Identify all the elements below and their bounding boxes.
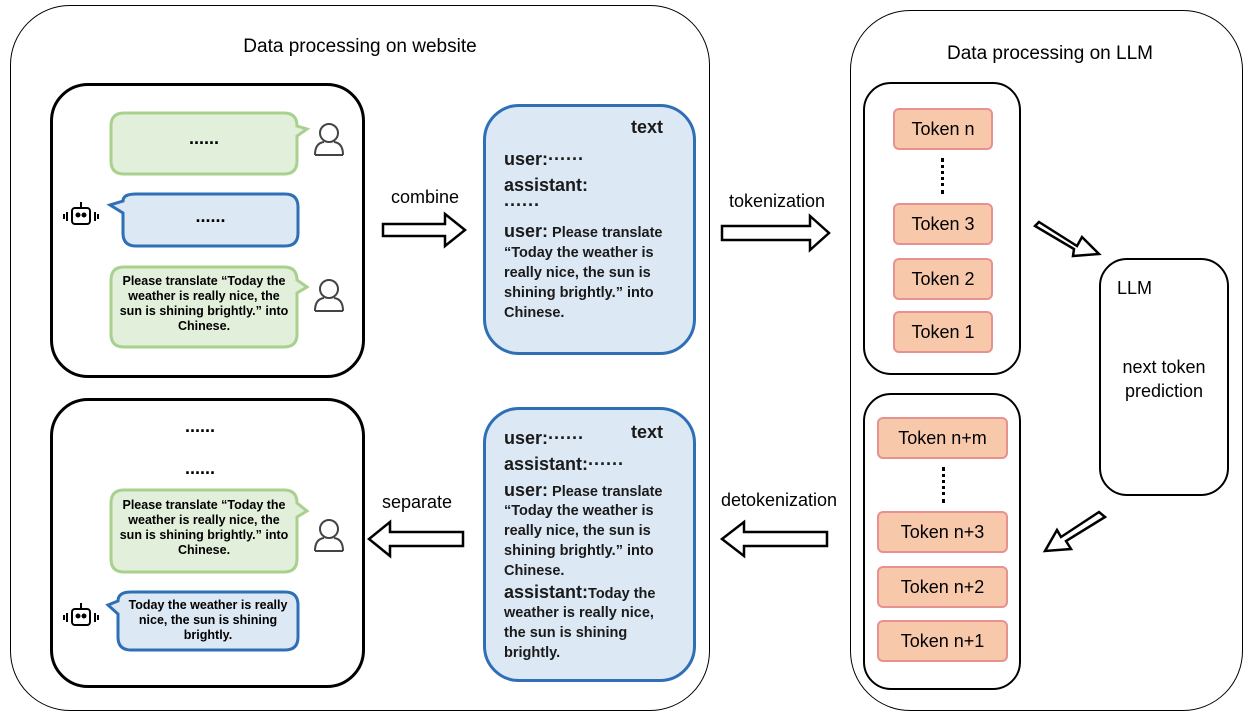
token-output: Token n+3 xyxy=(877,511,1008,553)
user-bubble-2 xyxy=(109,265,310,349)
user-bubble-3 xyxy=(109,488,310,574)
separate-label: separate xyxy=(381,492,453,512)
token-output: Token n+m xyxy=(877,417,1008,459)
person-icon xyxy=(314,123,344,156)
token-output: Token n+1 xyxy=(877,620,1008,662)
bot-bubble-1-text: ...... xyxy=(195,206,226,226)
text-card-assistant-message: assistant:Today the xyxy=(504,582,655,603)
assistant-message-line: the sun is shining xyxy=(504,625,628,641)
text-card-user-line: user:······ xyxy=(504,149,584,169)
chat-window-output xyxy=(50,398,365,688)
user-message-line: really nice, the sun is xyxy=(504,265,651,281)
text-card-title: text xyxy=(630,117,663,137)
robot-icon xyxy=(63,603,99,626)
token-input: Token 2 xyxy=(893,258,993,300)
user-message-line: shining brightly.” into xyxy=(504,543,654,559)
vertical-ellipsis xyxy=(941,158,945,194)
llm-description: next token prediction xyxy=(1102,355,1226,403)
token-input: Token 1 xyxy=(893,311,993,353)
token-input: Token 3 xyxy=(893,203,993,245)
text-card-user-message: user: Please translate xyxy=(504,221,662,242)
separate-arrow xyxy=(367,519,465,559)
bottom-chat-dots-1: ...... xyxy=(184,416,215,436)
to-llm-arrow xyxy=(1032,220,1102,258)
user-message-line: Please translate xyxy=(548,225,663,241)
token-output: Token n+2 xyxy=(877,566,1008,608)
user-bubble-1-text: ...... xyxy=(188,128,219,148)
bot-bubble-2-text: Today the weather is really nice, the su… xyxy=(128,598,288,642)
llm-panel-title: Data processing on LLM xyxy=(947,43,1153,64)
text-card-assistant-line: assistant: xyxy=(504,175,589,195)
vertical-ellipsis xyxy=(942,467,946,503)
text-card-user-line: user:······ xyxy=(504,428,584,448)
tokenization-arrow xyxy=(720,213,831,253)
llm-description-line: next token xyxy=(1122,357,1206,377)
bottom-chat-dots-2: ...... xyxy=(184,458,215,478)
user-prefix: user: xyxy=(504,480,549,500)
bot-bubble-1 xyxy=(106,192,300,248)
assistant-prefix: assistant: xyxy=(504,582,589,602)
person-icon xyxy=(314,279,344,312)
text-card-user-message: user: Please translate xyxy=(504,480,662,501)
text-card-title: text xyxy=(630,422,663,442)
user-message-line: “Today the weather is xyxy=(504,503,654,519)
user-message-line: Chinese. xyxy=(504,305,565,321)
user-bubble-2-text: Please translate “Today the weather is r… xyxy=(119,274,289,333)
detokenization-label: detokenization xyxy=(720,490,838,510)
user-message-line: shining brightly.” into xyxy=(504,285,654,301)
user-message-line: “Today the weather is xyxy=(504,245,654,261)
bot-bubble-2 xyxy=(105,590,300,652)
chat-window-input xyxy=(50,83,365,378)
detokenization-arrow xyxy=(719,519,829,559)
user-message-line: Chinese. xyxy=(504,563,565,579)
person-icon xyxy=(314,519,344,552)
assistant-message-line: weather is really nice, xyxy=(504,605,654,621)
user-bubble-3-text: Please translate “Today the weather is r… xyxy=(119,498,289,557)
user-message-line: really nice, the sun is xyxy=(504,523,651,539)
input-token-box xyxy=(863,82,1021,375)
assistant-message-line: brightly. xyxy=(504,645,561,661)
text-card-assistant-line: assistant:······ xyxy=(504,454,624,474)
llm-description-line: prediction xyxy=(1124,381,1204,401)
robot-icon xyxy=(63,202,99,225)
output-token-box xyxy=(863,393,1021,690)
user-message-line: Please translate xyxy=(548,484,663,500)
token-input: Token n xyxy=(893,108,993,150)
text-card-input: text user:······ assistant: ······ user:… xyxy=(483,104,696,355)
combine-label: combine xyxy=(390,187,460,207)
from-llm-arrow xyxy=(1042,510,1108,553)
tokenization-label: tokenization xyxy=(728,191,826,211)
website-panel-title: Data processing on website xyxy=(243,36,477,57)
combine-arrow xyxy=(381,211,468,249)
text-card-output: text user:······ assistant:······ user: … xyxy=(483,407,696,682)
llm-label: LLM xyxy=(1117,278,1153,298)
user-prefix: user: xyxy=(504,221,549,241)
user-bubble-1 xyxy=(109,111,311,176)
text-card-dots: ······ xyxy=(504,195,540,215)
assistant-message-line: Today the xyxy=(588,586,656,602)
llm-box xyxy=(1099,258,1229,496)
